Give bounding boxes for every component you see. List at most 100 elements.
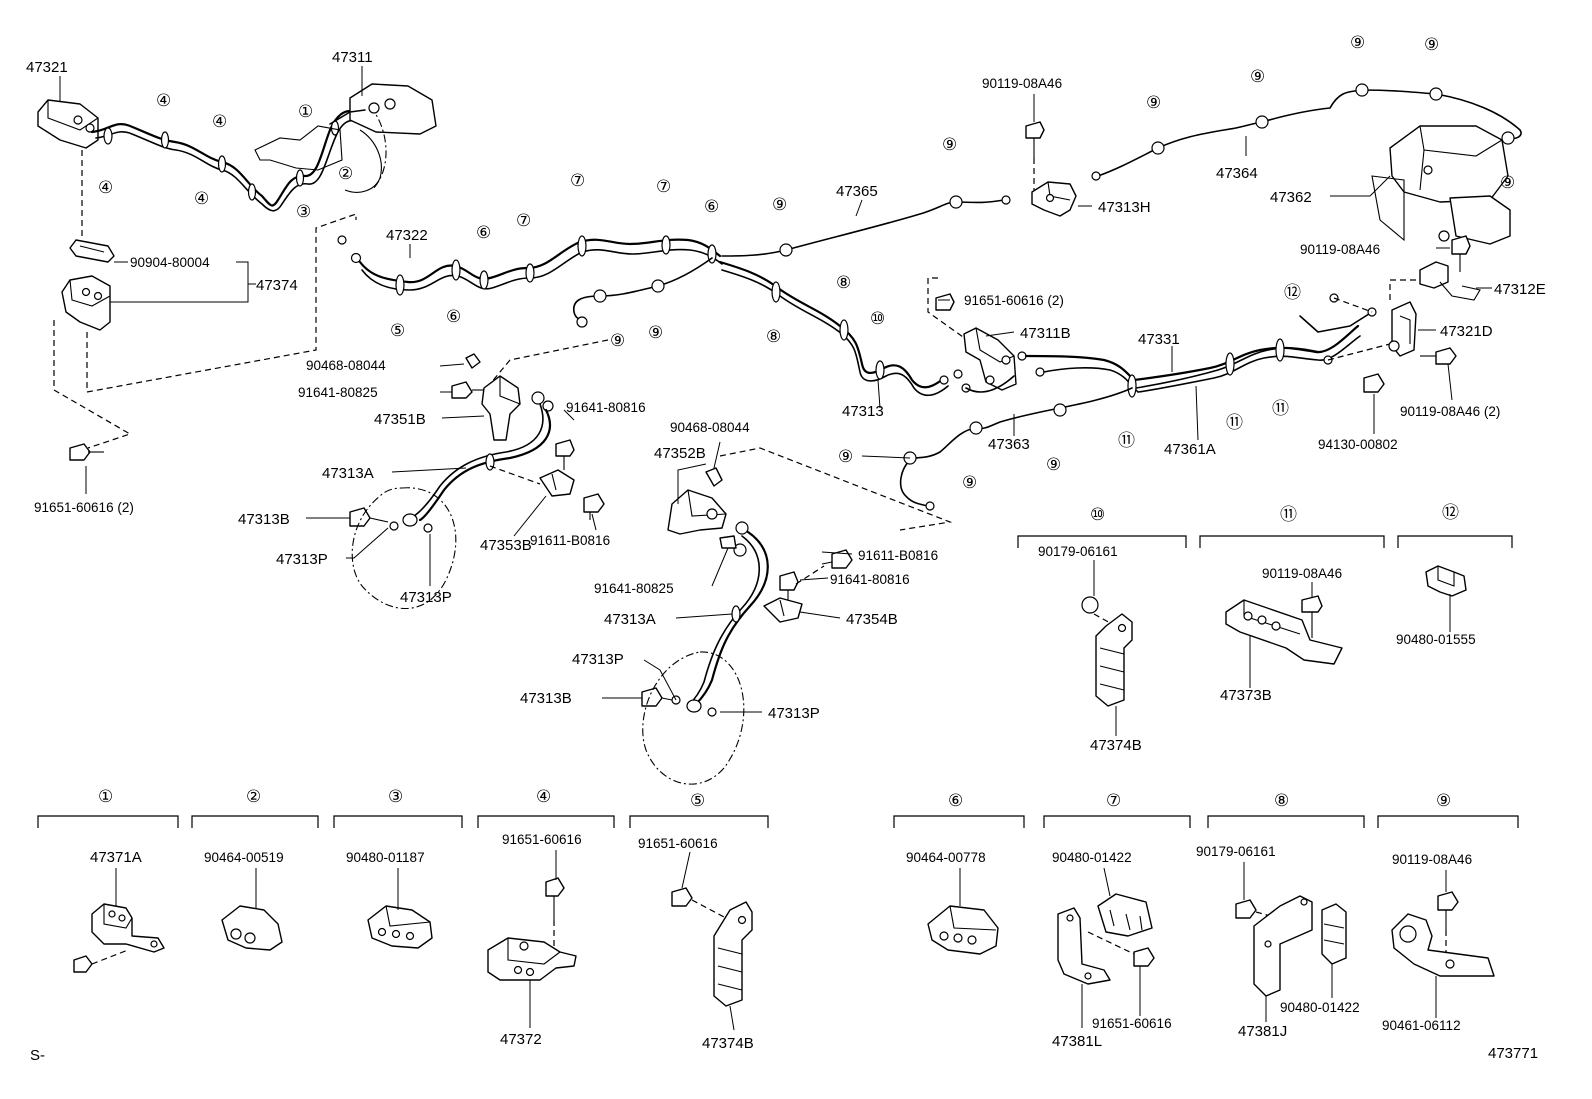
ref-6-box: ⑥ xyxy=(948,791,963,810)
label-91651-60616-mid: 91651-60616 (2) xyxy=(964,293,1064,308)
ref-4-b: ④ xyxy=(212,112,227,131)
junction-47321D xyxy=(1363,279,1457,393)
label-90468-08044-a: 90468-08044 xyxy=(306,358,386,373)
label-47313A-b: 47313A xyxy=(604,611,656,628)
ref-9-box: ⑨ xyxy=(1436,791,1451,810)
label-91651-60616-left: 91651-60616 (2) xyxy=(34,500,134,515)
ref-11-box: ⑪ xyxy=(1280,505,1297,524)
pipe-47321-assembly xyxy=(37,99,359,212)
ref-9-g: ⑨ xyxy=(1350,33,1365,52)
label-90464-00519: 90464-00519 xyxy=(204,850,284,865)
ref-11-c: ⑪ xyxy=(1272,399,1289,418)
ref-8-b: ⑧ xyxy=(836,273,851,292)
ref-8-a: ⑧ xyxy=(766,327,781,346)
label-91651-60616-d5: 91651-60616 xyxy=(638,836,718,851)
label-47361A: 47361A xyxy=(1164,441,1216,458)
pipe-47322 xyxy=(337,235,723,296)
ref-5-box: ⑤ xyxy=(690,791,705,810)
label-47353B: 47353B xyxy=(480,537,532,554)
label-47374B-d10: 47374B xyxy=(1090,737,1142,754)
label-47331: 47331 xyxy=(1138,331,1180,348)
label-90464-00778: 90464-00778 xyxy=(906,850,986,865)
hose-assembly-right xyxy=(641,447,953,785)
label-90468-08044-b: 90468-08044 xyxy=(670,420,750,435)
detail-7 xyxy=(1043,815,1191,985)
label-47311B: 47311B xyxy=(1020,325,1071,342)
ref-2-main: ② xyxy=(338,164,353,183)
label-47372: 47372 xyxy=(500,1031,542,1048)
detail-9 xyxy=(1377,815,1519,977)
pipe-47365 xyxy=(721,195,1011,257)
ref-9-k: ⑨ xyxy=(962,473,977,492)
label-47321: 47321 xyxy=(26,59,68,76)
ref-4-d: ④ xyxy=(194,189,209,208)
label-47362: 47362 xyxy=(1270,189,1312,206)
detail-11 xyxy=(1199,535,1385,665)
ref-6-c: ⑥ xyxy=(704,197,719,216)
pipe-front-left-thin xyxy=(573,257,713,328)
label-47381J: 47381J xyxy=(1238,1023,1287,1040)
label-90119-08A46-2: 90119-08A46 (2) xyxy=(1400,404,1500,419)
ref-7-c: ⑦ xyxy=(656,177,671,196)
illustration-number: 473771 xyxy=(1488,1045,1538,1062)
bracket-47311B xyxy=(927,277,1017,393)
pipe-47364 xyxy=(1091,83,1522,181)
label-47313P-a1: 47313P xyxy=(276,551,328,568)
leader-lines xyxy=(59,66,1492,1031)
ref-6-a: ⑥ xyxy=(446,307,461,326)
detail-5 xyxy=(629,815,769,1007)
label-47354B: 47354B xyxy=(846,611,898,628)
label-47313A-a: 47313A xyxy=(322,465,374,482)
label-90119-08A46-d9: 90119-08A46 xyxy=(1392,852,1472,867)
label-90480-01187: 90480-01187 xyxy=(346,850,425,865)
corner-code-left: S- xyxy=(30,1047,45,1064)
ref-3-box: ③ xyxy=(388,787,403,806)
ref-9-d: ⑨ xyxy=(942,135,957,154)
ref-9-i: ⑨ xyxy=(1500,173,1515,192)
ref-8-box: ⑧ xyxy=(1274,791,1289,810)
label-47311: 47311 xyxy=(332,49,373,66)
detail-3 xyxy=(333,815,463,949)
ref-9-l: ⑨ xyxy=(1046,455,1061,474)
label-47373B: 47373B xyxy=(1220,687,1272,704)
ref-6-b: ⑥ xyxy=(476,223,491,242)
detail-8 xyxy=(1207,815,1365,997)
ref-2-box: ② xyxy=(246,787,261,806)
hose-assembly-left xyxy=(349,339,609,610)
label-91641-80816-b: 91641-80816 xyxy=(830,572,910,587)
detail-part-labels: 47371A 90464-00519 90480-01187 91651-606… xyxy=(90,544,1476,1052)
label-91641-80825-b: 91641-80825 xyxy=(594,581,674,596)
pipe-47313 xyxy=(718,260,949,397)
label-47364: 47364 xyxy=(1216,165,1258,182)
ref-9-j: ⑨ xyxy=(838,447,853,466)
detail-10 xyxy=(1017,535,1187,707)
ref-7-box: ⑦ xyxy=(1106,791,1121,810)
label-47313B-a: 47313B xyxy=(238,511,290,528)
detail-1 xyxy=(37,815,179,973)
ref-11-b: ⑪ xyxy=(1226,413,1243,432)
ref-12-box: ⑫ xyxy=(1442,503,1459,522)
ref-7-b: ⑦ xyxy=(570,171,585,190)
part-number-labels: 47321 47311 90904-80004 47374 91651-6061… xyxy=(26,49,1546,722)
label-90480-01422-d7: 90480-01422 xyxy=(1052,850,1132,865)
label-47374B-d5: 47374B xyxy=(702,1035,754,1052)
label-94130-00802: 94130-00802 xyxy=(1318,437,1398,452)
ref-1-box: ① xyxy=(98,787,113,806)
component-47362 xyxy=(1371,125,1511,245)
label-47313H: 47313H xyxy=(1098,199,1151,216)
label-91641-80825-a: 91641-80825 xyxy=(298,385,378,400)
ref-9-h: ⑨ xyxy=(1424,35,1439,54)
label-47371A: 47371A xyxy=(90,849,142,866)
label-90119-08A46-right: 90119-08A46 xyxy=(1300,242,1380,257)
label-47313P-b2: 47313P xyxy=(768,705,820,722)
pipe-47331 xyxy=(1017,293,1391,398)
label-47351B: 47351B xyxy=(374,411,426,428)
label-47313B-b: 47313B xyxy=(520,690,572,707)
ref-5-main: ⑤ xyxy=(390,321,405,340)
ref-9-b: ⑨ xyxy=(648,323,663,342)
ref-4-box: ④ xyxy=(536,787,551,806)
label-90480-01555: 90480-01555 xyxy=(1396,632,1476,647)
label-47352B: 47352B xyxy=(654,445,706,462)
label-47312E: 47312E xyxy=(1494,281,1546,298)
label-91651-60616-d4: 91651-60616 xyxy=(502,832,582,847)
